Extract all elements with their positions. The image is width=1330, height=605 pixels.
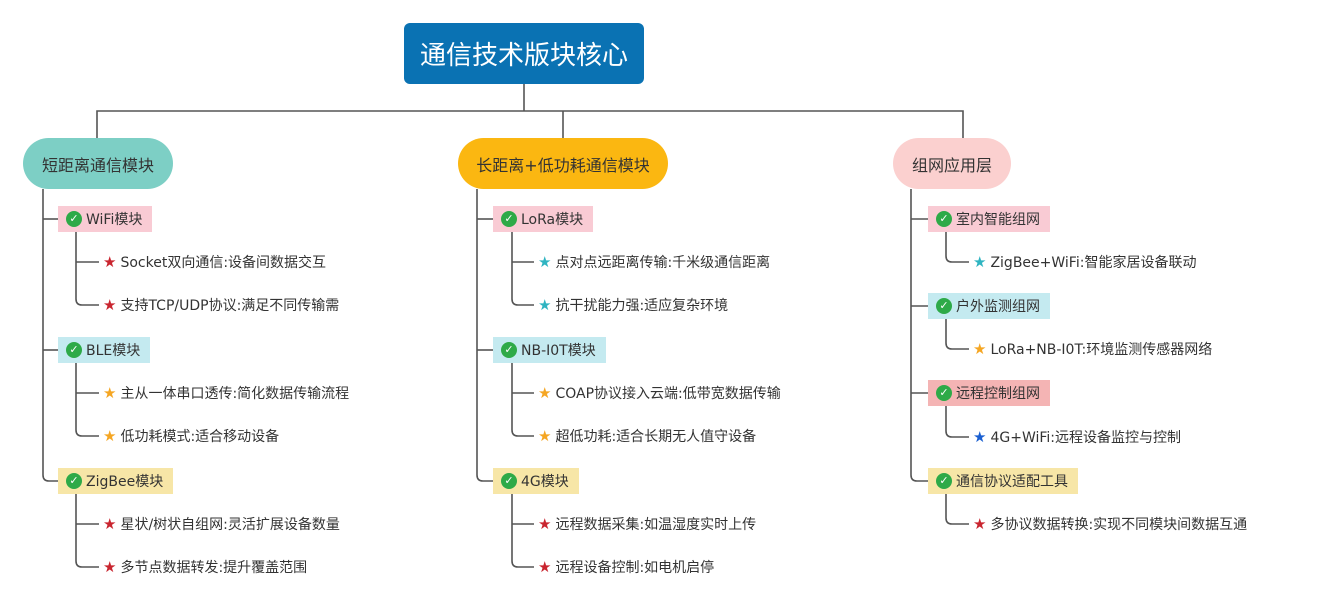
leaf-item[interactable]: ★ZigBee+WiFi:智能家居设备联动 <box>973 251 1196 273</box>
module-label: 户外监测组网 <box>956 299 1040 315</box>
connector-line <box>945 232 969 263</box>
star-icon: ★ <box>103 557 117 576</box>
module-label: 远程控制组网 <box>956 386 1040 402</box>
module-label: BLE模块 <box>86 343 141 359</box>
leaf-item[interactable]: ★Socket双向通信:设备间数据交互 <box>103 251 326 273</box>
leaf-label: 多节点数据转发:提升覆盖范围 <box>120 560 308 576</box>
star-icon: ★ <box>973 427 987 446</box>
leaf-label: 点对点远距离传输:千米级通信距离 <box>555 255 771 271</box>
star-icon: ★ <box>538 383 552 402</box>
star-icon: ★ <box>538 252 552 271</box>
leaf-label: 低功耗模式:适合移动设备 <box>120 429 280 445</box>
branch-short-range[interactable]: 短距离通信模块 <box>23 138 173 189</box>
leaf-label: LoRa+NB-I0T:环境监测传感器网络 <box>990 342 1213 358</box>
connector-line <box>945 494 969 525</box>
star-icon: ★ <box>103 252 117 271</box>
connector-line <box>42 189 58 482</box>
connector-line <box>75 232 99 306</box>
leaf-item[interactable]: ★超低功耗:适合长期无人值守设备 <box>538 425 756 447</box>
leaf-label: 支持TCP/UDP协议:满足不同传输需 <box>120 298 340 314</box>
module-label: LoRa模块 <box>521 212 584 228</box>
leaf-label: ZigBee+WiFi:智能家居设备联动 <box>990 255 1197 271</box>
star-icon: ★ <box>973 514 987 533</box>
check-icon: ✓ <box>936 385 952 401</box>
module-label: 通信协议适配工具 <box>956 474 1068 490</box>
4g-module[interactable]: ✓4G模块 <box>493 468 579 494</box>
leaf-item[interactable]: ★主从一体串口透传:简化数据传输流程 <box>103 382 349 404</box>
leaf-item[interactable]: ★远程数据采集:如温湿度实时上传 <box>538 513 756 535</box>
star-icon: ★ <box>538 295 552 314</box>
leaf-label: 远程数据采集:如温湿度实时上传 <box>555 517 757 533</box>
leaf-item[interactable]: ★低功耗模式:适合移动设备 <box>103 425 279 447</box>
leaf-item[interactable]: ★星状/树状自组网:灵活扩展设备数量 <box>103 513 340 535</box>
leaf-label: 4G+WiFi:远程设备监控与控制 <box>990 430 1182 446</box>
ble-module[interactable]: ✓BLE模块 <box>58 337 151 363</box>
leaf-item[interactable]: ★多协议数据转换:实现不同模块间数据互通 <box>973 513 1247 535</box>
connector-line <box>511 232 534 306</box>
check-icon: ✓ <box>66 473 82 489</box>
star-icon: ★ <box>538 514 552 533</box>
indoor-smart-network[interactable]: ✓室内智能组网 <box>928 206 1050 232</box>
remote-control-network[interactable]: ✓远程控制组网 <box>928 380 1050 406</box>
leaf-label: 主从一体串口透传:简化数据传输流程 <box>120 386 350 402</box>
leaf-item[interactable]: ★支持TCP/UDP协议:满足不同传输需 <box>103 294 339 316</box>
leaf-item[interactable]: ★4G+WiFi:远程设备监控与控制 <box>973 426 1181 448</box>
wifi-module[interactable]: ✓WiFi模块 <box>58 206 153 232</box>
leaf-item[interactable]: ★抗干扰能力强:适应复杂环境 <box>538 294 728 316</box>
check-icon: ✓ <box>936 211 952 227</box>
connector-line <box>75 494 99 568</box>
check-icon: ✓ <box>66 211 82 227</box>
connector-line <box>75 363 99 437</box>
leaf-item[interactable]: ★点对点远距离传输:千米级通信距离 <box>538 251 770 273</box>
star-icon: ★ <box>103 426 117 445</box>
leaf-label: COAP协议接入云端:低带宽数据传输 <box>555 386 781 402</box>
leaf-label: 星状/树状自组网:灵活扩展设备数量 <box>120 517 340 533</box>
star-icon: ★ <box>538 557 552 576</box>
star-icon: ★ <box>103 295 117 314</box>
star-icon: ★ <box>973 252 987 271</box>
star-icon: ★ <box>973 339 987 358</box>
leaf-label: 抗干扰能力强:适应复杂环境 <box>555 298 729 314</box>
leaf-item[interactable]: ★LoRa+NB-I0T:环境监测传感器网络 <box>973 338 1212 360</box>
lora-module[interactable]: ✓LoRa模块 <box>493 206 594 232</box>
check-icon: ✓ <box>501 211 517 227</box>
connector-line <box>476 189 493 482</box>
root-topic[interactable]: 通信技术版块核心 <box>404 23 644 84</box>
nb-iot-module[interactable]: ✓NB-I0T模块 <box>493 337 606 363</box>
check-icon: ✓ <box>501 473 517 489</box>
leaf-label: Socket双向通信:设备间数据交互 <box>120 255 327 271</box>
leaf-item[interactable]: ★远程设备控制:如电机启停 <box>538 556 714 578</box>
protocol-adapter-tool[interactable]: ✓通信协议适配工具 <box>928 468 1078 494</box>
module-label: 4G模块 <box>521 474 569 490</box>
branch-networking-layer[interactable]: 组网应用层 <box>893 138 1011 189</box>
zigbee-module[interactable]: ✓ZigBee模块 <box>58 468 174 494</box>
module-label: WiFi模块 <box>86 212 143 228</box>
module-label: ZigBee模块 <box>86 474 164 490</box>
connector-line <box>945 319 969 350</box>
connector-line <box>511 363 534 437</box>
module-label: 室内智能组网 <box>956 212 1040 228</box>
connector-line <box>96 110 964 138</box>
star-icon: ★ <box>103 383 117 402</box>
module-label: NB-I0T模块 <box>521 343 596 359</box>
leaf-label: 多协议数据转换:实现不同模块间数据互通 <box>990 517 1248 533</box>
outdoor-monitoring-network[interactable]: ✓户外监测组网 <box>928 293 1050 319</box>
connector-line <box>910 189 928 482</box>
check-icon: ✓ <box>936 298 952 314</box>
leaf-item[interactable]: ★COAP协议接入云端:低带宽数据传输 <box>538 382 781 404</box>
star-icon: ★ <box>103 514 117 533</box>
branch-long-range-low-power[interactable]: 长距离+低功耗通信模块 <box>458 138 668 189</box>
leaf-label: 远程设备控制:如电机启停 <box>555 560 715 576</box>
star-icon: ★ <box>538 426 552 445</box>
connector-line <box>511 494 534 568</box>
connector-line <box>945 406 969 438</box>
check-icon: ✓ <box>936 473 952 489</box>
check-icon: ✓ <box>66 342 82 358</box>
check-icon: ✓ <box>501 342 517 358</box>
leaf-item[interactable]: ★多节点数据转发:提升覆盖范围 <box>103 556 307 578</box>
leaf-label: 超低功耗:适合长期无人值守设备 <box>555 429 757 445</box>
